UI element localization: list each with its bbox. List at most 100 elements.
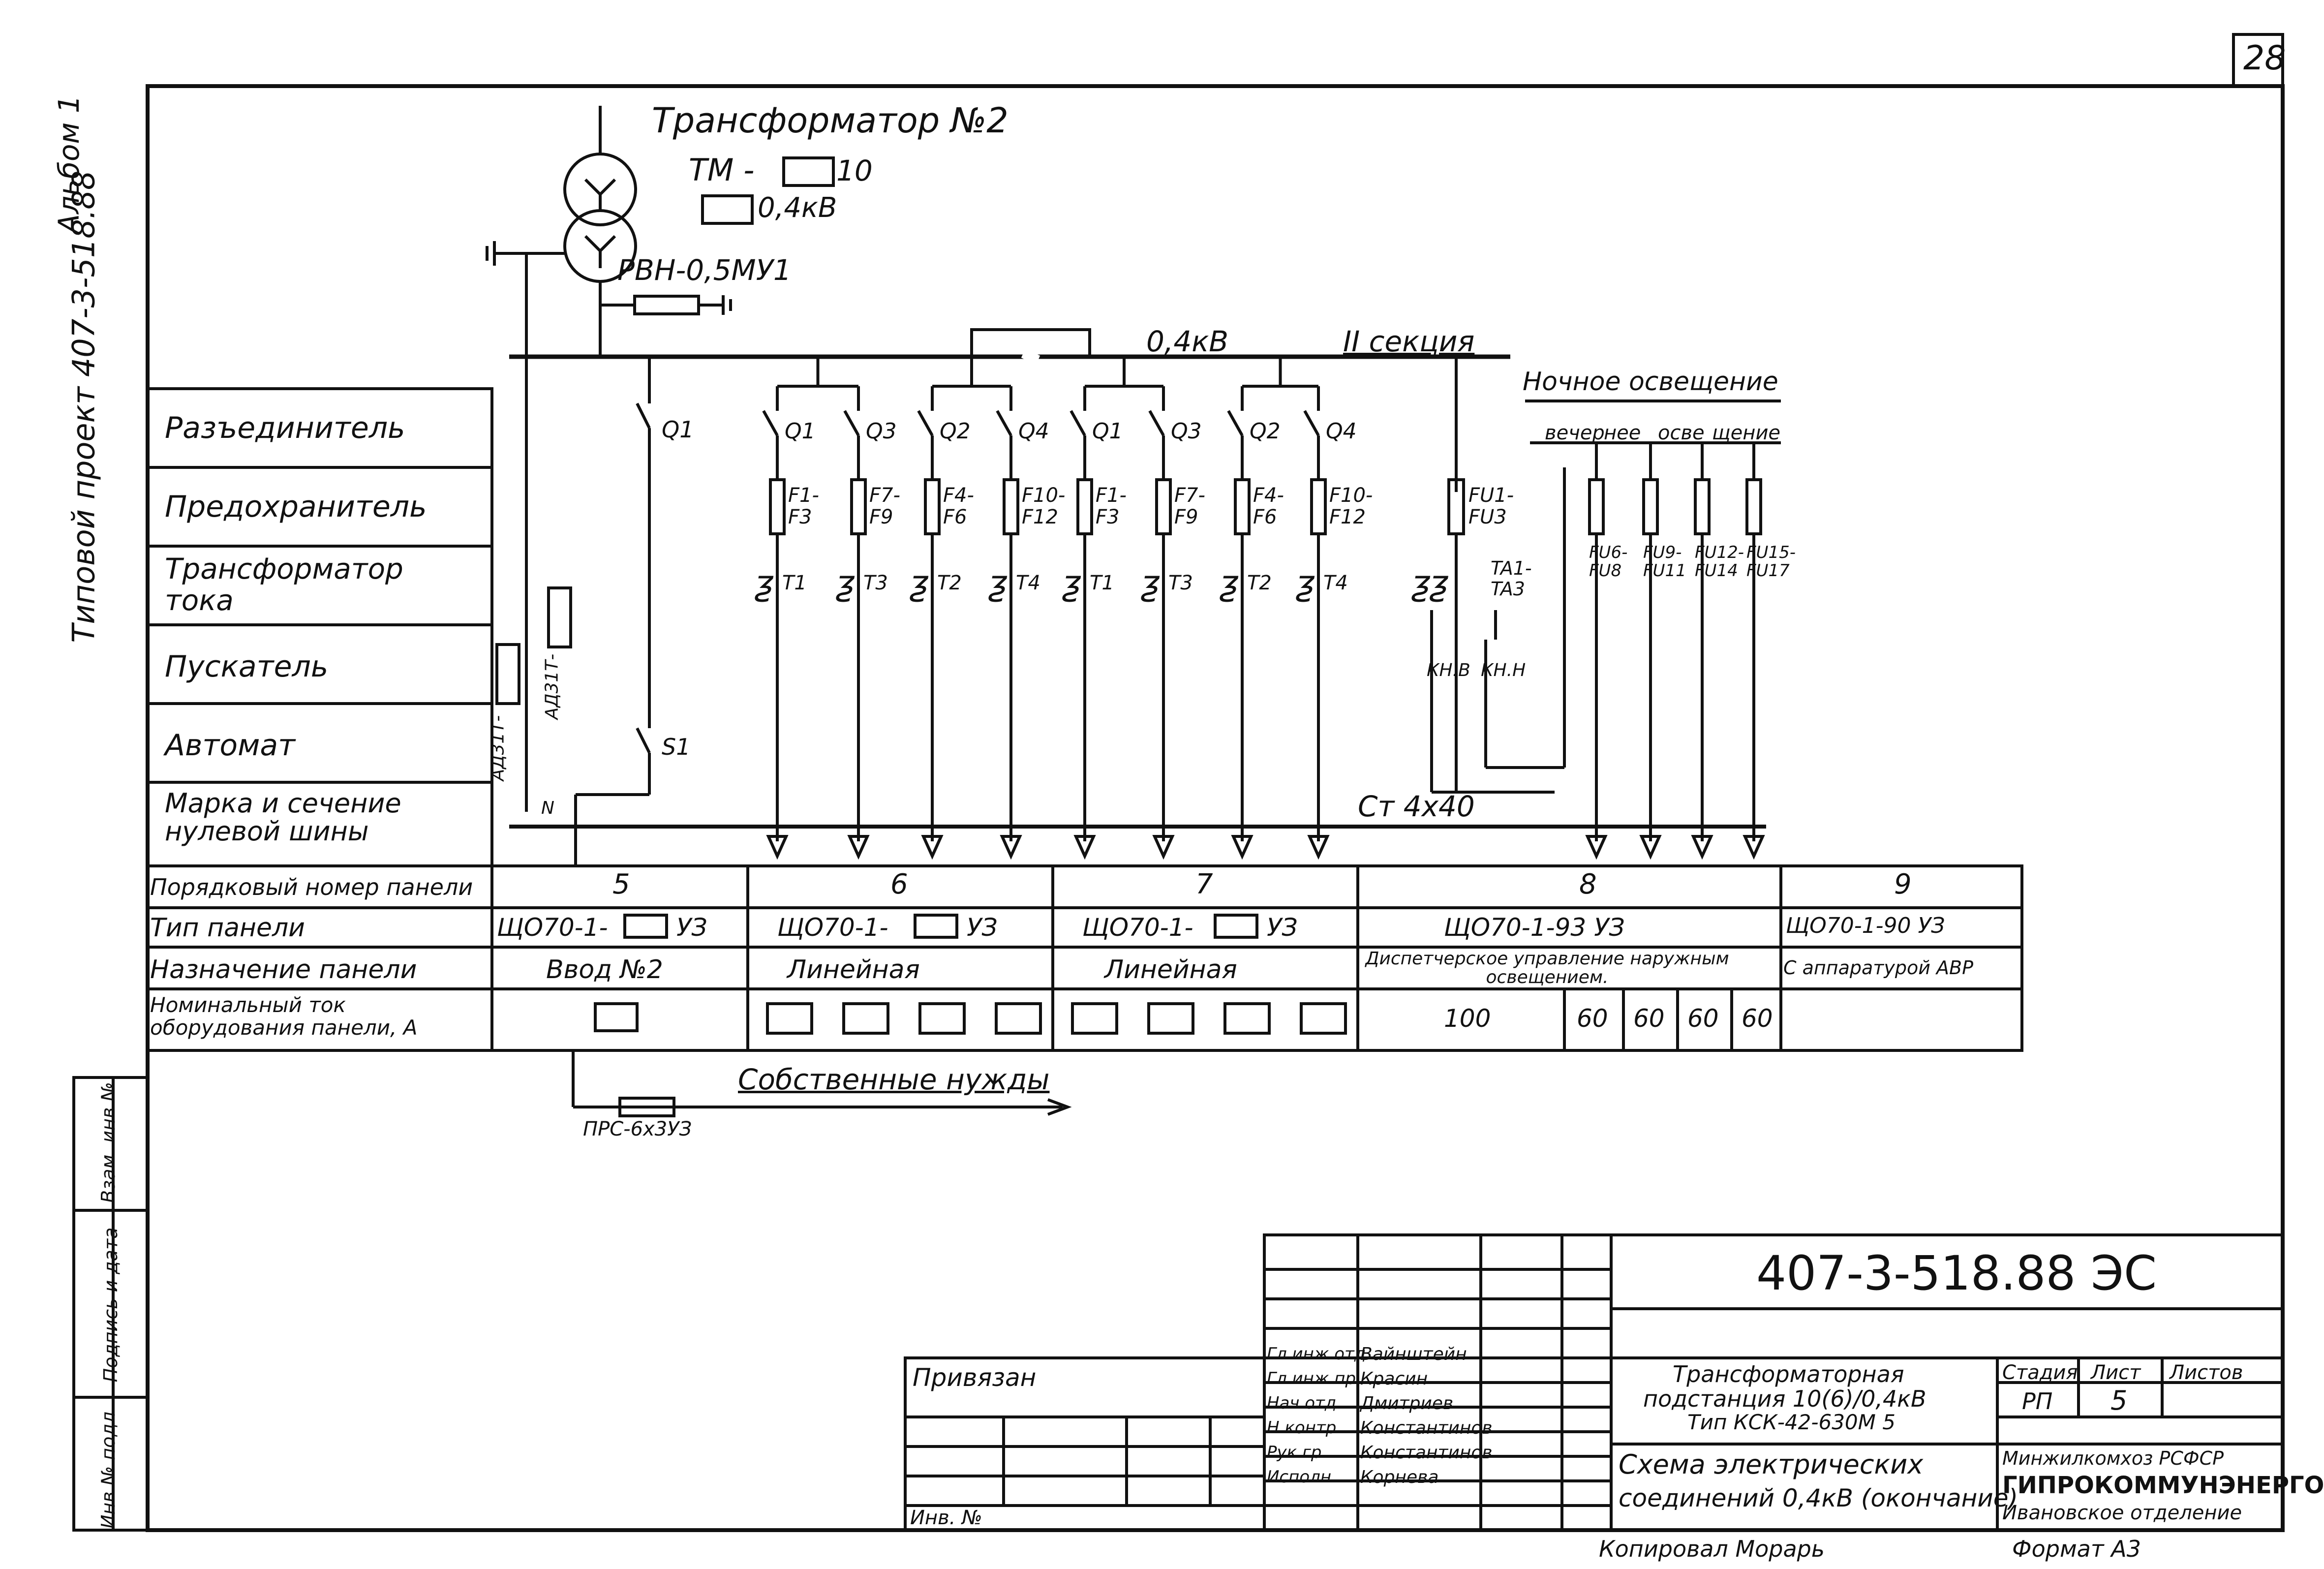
switch-label-2: Q3	[866, 419, 897, 444]
copied-label: Копировал Морарь	[1599, 1536, 1825, 1562]
panel-number-2: 6	[890, 868, 908, 900]
row-label-disconnector: Разъединитель	[165, 411, 405, 445]
switch-label-8: Q4	[1326, 419, 1357, 444]
current-8-1: 100	[1444, 1004, 1491, 1033]
table-header-number: Порядковый номер панели	[150, 874, 473, 900]
purpose-5: Ввод №2	[546, 955, 663, 984]
signatory-2: Красин	[1360, 1369, 1428, 1389]
object-line-2: подстанция 10(6)/0,4кВ	[1643, 1385, 1926, 1412]
evening-seg-3: осве	[1658, 422, 1705, 444]
role-3: Нач.отд.	[1267, 1393, 1342, 1413]
role-1: Гл.инж.отд	[1267, 1344, 1366, 1364]
role-6: Исполн.	[1267, 1467, 1337, 1487]
object-line-1: Трансформаторная	[1673, 1361, 1904, 1387]
side-album-label: Альбом 1	[52, 95, 86, 234]
sheet-title-2: соединений 0,4кВ (окончание)	[1619, 1484, 2018, 1512]
ct-label-3: T2	[937, 572, 962, 594]
document-code: 407-3-518.88 ЭС	[1756, 1246, 2157, 1301]
bus-section-label: II секция	[1343, 325, 1475, 358]
role-4: Н.контр.	[1267, 1418, 1342, 1438]
fuse-label-2: F7- F9	[869, 484, 900, 528]
ct-label-8: T4	[1323, 572, 1348, 594]
fuse-label-8: F10- F12	[1329, 484, 1373, 528]
purpose-7: Линейная	[1104, 955, 1237, 984]
switch-label-1: Q1	[785, 419, 816, 444]
evening-seg-1: вечер	[1545, 422, 1605, 444]
fuse-label-4: F10- F12	[1022, 484, 1066, 528]
transformer-secondary-box	[701, 194, 754, 225]
transformer-kv-low: 0,4кВ	[758, 192, 837, 224]
panel-type-7-suffix: УЗ	[1267, 913, 1298, 942]
row-label-ct: Трансформатор тока	[165, 552, 403, 617]
org-line-1: Минжилкомхоз РСФСР	[2002, 1447, 2224, 1469]
fuse-label-5: F1- F3	[1096, 484, 1127, 528]
panel8-fuse-label: FU1- FU3	[1468, 484, 1514, 528]
ct-symbol-3: ƺ	[910, 563, 928, 603]
ct-label-5: T1	[1090, 572, 1114, 594]
table-header-purpose: Назначение панели	[150, 955, 417, 984]
fuse-label-1: F1- F3	[788, 484, 819, 528]
tied-label: Привязан	[913, 1363, 1037, 1392]
sheets-header: Листов	[2170, 1361, 2243, 1384]
cabinet-label-2: АД31Т-	[542, 653, 562, 720]
transformer-power-box	[782, 156, 835, 187]
row-label-breaker: Автомат	[165, 728, 296, 763]
role-5: Рук.гр.	[1267, 1443, 1327, 1462]
ct-symbol-8: ƺ	[1296, 563, 1315, 603]
switch-label-4: Q4	[1018, 419, 1049, 444]
org-line-3: Ивановское отделение	[2002, 1502, 2242, 1524]
ct-symbol-1: ƺ	[755, 563, 773, 603]
strip-sign-label: Подпись и дата	[100, 1227, 122, 1383]
current-8-3: 60	[1633, 1004, 1665, 1033]
transformer-title: Трансформатор №2	[652, 100, 1009, 141]
panel-number-3: 7	[1195, 868, 1213, 900]
purpose-8: Диспетчерское управление наружным освеще…	[1365, 949, 1729, 987]
signatory-1: Вайнштейн	[1360, 1344, 1467, 1364]
strip-inv-label: Инв.№ подл.	[97, 1405, 119, 1529]
night-fuse-label-1: FU6- FU8	[1589, 543, 1628, 581]
fuse-label-7: F4- F6	[1253, 484, 1284, 528]
inv-no-label: Инв. №	[910, 1507, 982, 1529]
ct-symbol-6: ƺ	[1141, 563, 1160, 603]
panel-type-6: ЩО70-1-	[777, 913, 888, 942]
org-line-2: ГИПРОКОММУНЭНЕРГО	[2002, 1472, 2324, 1499]
disconnector-label: РВН-0,5МУ1	[617, 253, 792, 287]
current-8-2: 60	[1577, 1004, 1608, 1033]
ct-symbol-4: ƺ	[989, 563, 1007, 603]
ct-symbol-2: ƺ	[836, 563, 855, 603]
sheet-header: Лист	[2091, 1361, 2141, 1384]
switch-label-7: Q2	[1250, 419, 1281, 444]
purpose-6: Линейная	[787, 955, 920, 984]
panel-number-5: 9	[1894, 868, 1912, 900]
switch-label-5: Q1	[1092, 419, 1123, 444]
side-project-label: Типовой проект 407-3-518.88	[65, 170, 102, 643]
panel-type-6-suffix: УЗ	[967, 913, 998, 942]
strip-replace-label: Взам. инв.№	[97, 1082, 119, 1203]
panel-type-5: ЩО70-1-	[497, 913, 608, 942]
q1-main-label: Q1	[662, 416, 694, 443]
table-header-type: Тип панели	[150, 913, 305, 943]
aux-label: Собственные нужды	[738, 1063, 1050, 1096]
evening-seg-2: нее	[1604, 422, 1641, 444]
switch-label-3: Q2	[940, 419, 971, 444]
panel8-ct-symbol: ƺƺ	[1412, 563, 1448, 603]
object-line-3: Тип КСК-42-630М 5	[1687, 1410, 1896, 1434]
sheet-value: 5	[2110, 1385, 2128, 1416]
ct-label-4: T4	[1016, 572, 1040, 594]
row-label-starter: Пускатель	[165, 649, 329, 684]
aux-fuse-label: ПРС-6х3УЗ	[583, 1118, 692, 1140]
stage-value: РП	[2022, 1388, 2053, 1415]
panel8-ct-label: TA1- TA3	[1491, 557, 1532, 600]
signatory-6: Корнева	[1360, 1467, 1439, 1487]
transformer-kv-high: 10	[836, 154, 873, 187]
stage-header: Стадия	[2002, 1361, 2078, 1384]
panel-type-5-suffix: УЗ	[676, 913, 707, 942]
purpose-9: С аппаратурой АВР	[1783, 957, 1974, 979]
ct-symbol-5: ƺ	[1063, 563, 1081, 603]
switch-label-6: Q3	[1171, 419, 1202, 444]
s1-label: S1	[662, 734, 691, 760]
row-label-busbar-mark: Марка и сечение нулевой шины	[165, 788, 401, 847]
cabinet-label-1: АД31Т-	[488, 715, 508, 781]
panel-type-8: ЩО70-1-93 УЗ	[1444, 913, 1625, 942]
zero-bus-n-label: N	[541, 798, 554, 818]
